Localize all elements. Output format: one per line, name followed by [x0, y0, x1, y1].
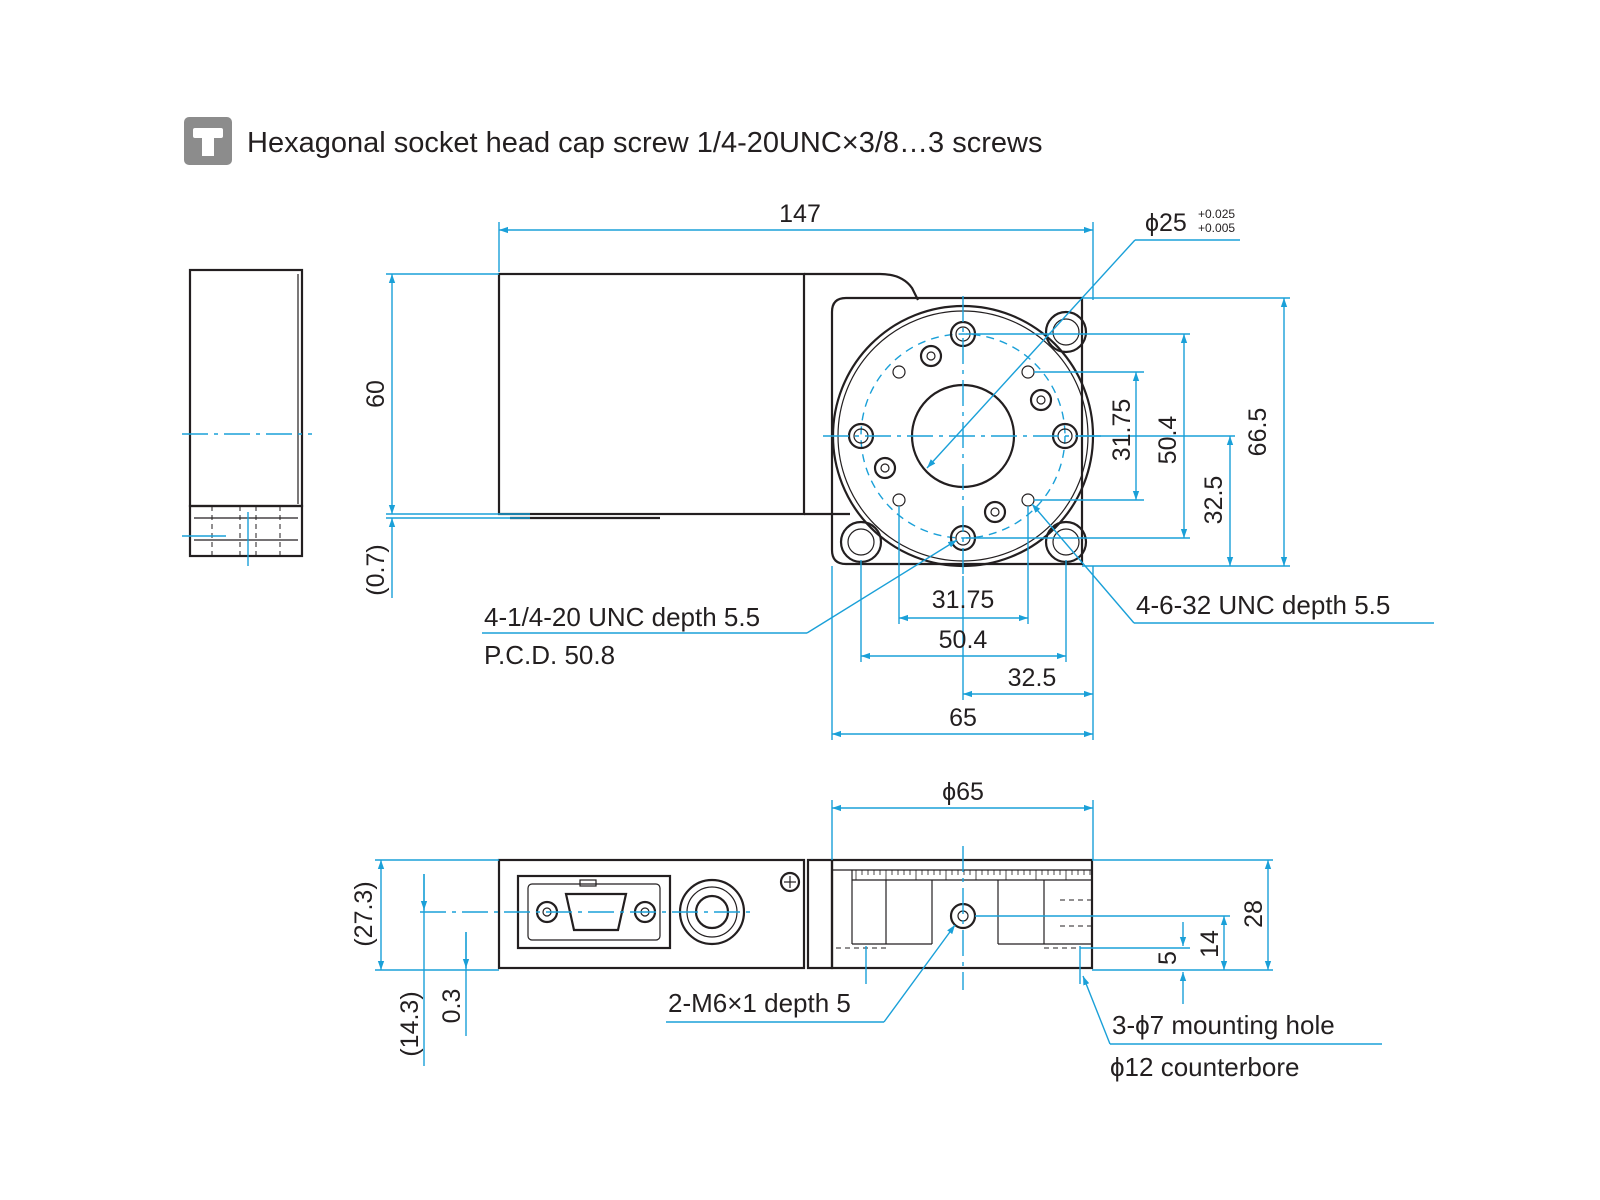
callout-unc-large-line2: P.C.D. 50.8 [484, 640, 615, 670]
side-view-dimensions [375, 800, 1382, 1066]
dim-bore-phi25: ϕ25 [1145, 209, 1187, 237]
dim-h-65: 65 [949, 704, 977, 732]
top-view-dimensions [386, 222, 1434, 740]
dim-27-3: (27.3) [350, 881, 378, 946]
dim-14: 14 [1196, 930, 1224, 958]
dim-60: 60 [362, 380, 390, 408]
dim-v-31-75: 31.75 [1108, 399, 1136, 462]
dim-14-3: (14.3) [396, 991, 424, 1056]
dim-v-66-5: 66.5 [1244, 408, 1272, 457]
dim-h-50-4: 50.4 [939, 626, 988, 654]
dim-28: 28 [1240, 900, 1268, 928]
side-view [420, 846, 1094, 990]
callout-unc-small: 4-6-32 UNC depth 5.5 [1136, 590, 1390, 620]
end-view [182, 268, 312, 566]
top-view [497, 272, 1103, 576]
dim-h-32-5: 32.5 [1008, 664, 1057, 692]
callout-unc-large-line1: 4-1/4-20 UNC depth 5.5 [484, 602, 760, 632]
dim-v-32-5: 32.5 [1200, 476, 1228, 525]
dim-0-7: (0.7) [362, 544, 390, 595]
callout-mount-line2: ϕ12 counterbore [1110, 1052, 1299, 1082]
callout-mount-line1: 3-ϕ7 mounting hole [1112, 1010, 1335, 1040]
dim-h-31-75: 31.75 [932, 586, 995, 614]
dim-5: 5 [1154, 951, 1182, 965]
dim-0-3: 0.3 [438, 989, 466, 1024]
dim-phi65: ϕ65 [942, 778, 984, 806]
screw-icon [184, 117, 232, 165]
callout-m6: 2-M6×1 depth 5 [668, 988, 851, 1018]
dim-bore-tol-lower: +0.005 [1198, 221, 1235, 235]
dim-v-50-4: 50.4 [1154, 416, 1182, 465]
dim-147: 147 [779, 200, 821, 228]
header-text: Hexagonal socket head cap screw 1/4-20UN… [247, 127, 1042, 159]
dim-bore-tol-upper: +0.025 [1198, 207, 1235, 221]
